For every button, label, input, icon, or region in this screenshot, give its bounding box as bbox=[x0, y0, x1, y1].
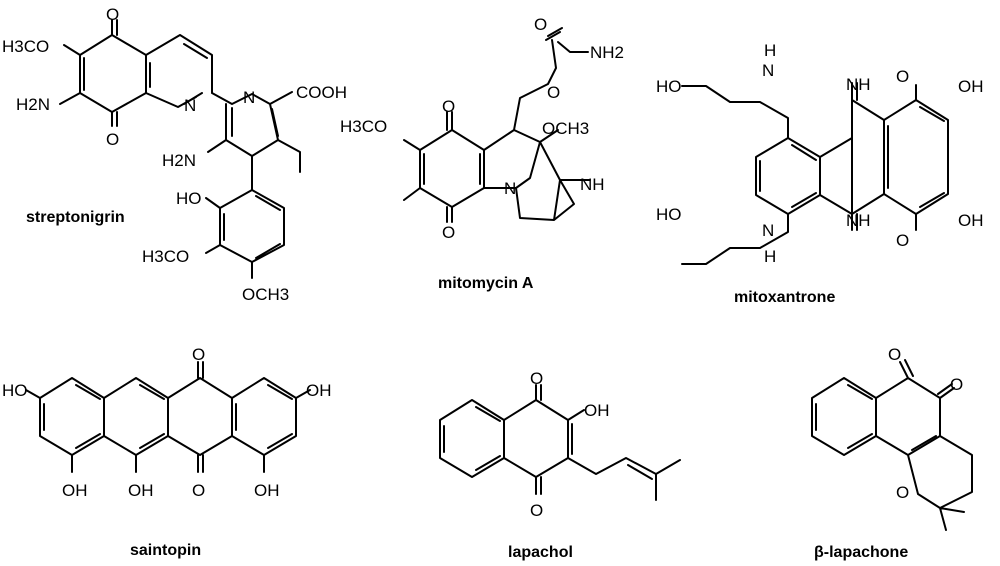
atom-label: N bbox=[243, 88, 255, 107]
streptonigrin-atom-labels: O H3CO H2N O N N COOH H2N HO H3CO OCH3 bbox=[2, 5, 347, 304]
atom-label: OH bbox=[958, 211, 984, 230]
atom-label: NH bbox=[846, 211, 871, 230]
atom-label: O bbox=[192, 345, 205, 364]
atom-label: HO bbox=[656, 205, 682, 224]
mitomycin-a-atom-labels: O NH2 O H3CO OCH3 N NH O O bbox=[340, 15, 624, 242]
atom-label: NH bbox=[580, 175, 605, 194]
atom-label: H3CO bbox=[2, 37, 49, 56]
atom-label: O bbox=[530, 369, 543, 388]
atom-label: H2N bbox=[162, 151, 196, 170]
atom-label: O bbox=[442, 223, 455, 242]
atom-label: N bbox=[762, 221, 774, 240]
atom-label: NH2 bbox=[590, 43, 624, 62]
atom-label: HO bbox=[656, 77, 682, 96]
atom-label: N bbox=[762, 61, 774, 80]
atom-label: OH bbox=[958, 77, 984, 96]
saintopin-structure: O HO OH OH OH O OH saintopin bbox=[2, 345, 332, 559]
atom-label: HO bbox=[2, 381, 28, 400]
compound-name: lapachol bbox=[508, 544, 573, 561]
atom-label: O bbox=[106, 5, 119, 24]
streptonigrin-structure: O H3CO H2N O N N COOH H2N HO H3CO OCH3 s… bbox=[2, 5, 347, 304]
atom-label: OH bbox=[254, 481, 280, 500]
compound-name: mitomycin A bbox=[438, 275, 534, 292]
compound-name: β-lapachone bbox=[814, 544, 908, 561]
bond-lines bbox=[681, 82, 949, 265]
mitomycin-a-structure: O NH2 O H3CO OCH3 N NH O O mitomycin A bbox=[340, 15, 624, 292]
atom-label: H3CO bbox=[340, 117, 387, 136]
mitoxantrone-atom-labels: HO H N NH O OH HO N H NH O OH bbox=[656, 41, 984, 266]
beta-lapachone-atom-labels: O O O bbox=[888, 345, 963, 502]
compound-name: saintopin bbox=[130, 542, 201, 559]
atom-label: N bbox=[504, 179, 516, 198]
atom-label: O bbox=[534, 15, 547, 34]
atom-label: O bbox=[950, 375, 963, 394]
atom-label: COOH bbox=[296, 83, 347, 102]
atom-label: O bbox=[547, 83, 560, 102]
saintopin-atom-labels: O HO OH OH OH O OH bbox=[2, 345, 332, 500]
atom-label: OH bbox=[128, 481, 154, 500]
atom-label: NH bbox=[846, 75, 871, 94]
atom-label: OH bbox=[306, 381, 332, 400]
atom-label: O bbox=[888, 345, 901, 364]
atom-label: OCH3 bbox=[542, 119, 589, 138]
lapachol-structure: O OH O lapachol bbox=[439, 369, 681, 561]
compound-name: mitoxantrone bbox=[734, 289, 835, 306]
mitoxantrone-structure: HO H N NH O OH HO N H NH O OH mitoxantro… bbox=[656, 41, 984, 306]
atom-label: N bbox=[184, 96, 196, 115]
lapachol-atom-labels: O OH O bbox=[530, 369, 610, 520]
bond-lines bbox=[439, 384, 681, 501]
atom-label: O bbox=[106, 130, 119, 149]
beta-lapachone-structure: O O O β-lapachone bbox=[811, 345, 973, 561]
atom-label: H2N bbox=[16, 95, 50, 114]
bond-lines bbox=[59, 19, 301, 279]
compound-name: streptonigrin bbox=[26, 209, 125, 226]
atom-label: O bbox=[192, 481, 205, 500]
bond-lines bbox=[25, 361, 311, 473]
atom-label: O bbox=[442, 97, 455, 116]
atom-label: O bbox=[896, 483, 909, 502]
atom-label: OH bbox=[584, 401, 610, 420]
bond-lines bbox=[811, 359, 973, 531]
atom-label: O bbox=[896, 67, 909, 86]
atom-label: OH bbox=[62, 481, 88, 500]
bond-lines bbox=[403, 27, 591, 223]
atom-label: H bbox=[764, 41, 776, 60]
atom-label: O bbox=[896, 231, 909, 250]
atom-label: O bbox=[530, 501, 543, 520]
atom-label: OCH3 bbox=[242, 285, 289, 304]
atom-label: H bbox=[764, 247, 776, 266]
atom-label: H3CO bbox=[142, 247, 189, 266]
atom-label: HO bbox=[176, 189, 202, 208]
